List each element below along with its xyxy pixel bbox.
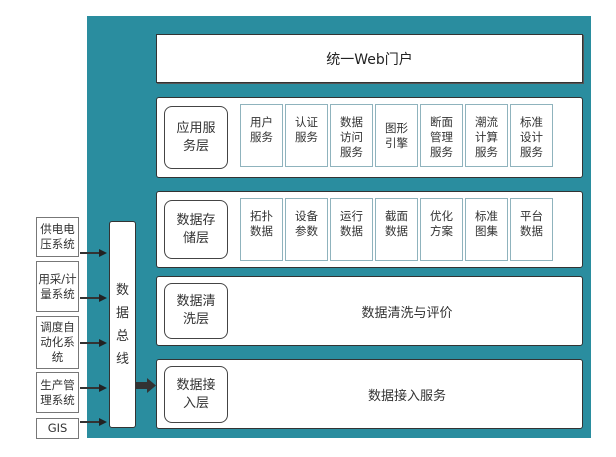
- service-cell: 用户服务: [240, 104, 283, 167]
- access-layer-content: 数据接入服务: [367, 388, 446, 404]
- arrow-head: [99, 384, 107, 392]
- data-cell: 运行数据: [330, 198, 373, 261]
- storage-layer-label: 数据存储层: [164, 200, 228, 259]
- storage-data-cells: 拓扑数据 设备参数 运行数据 截面数据 优化方案 标准图集 平台数据: [240, 198, 553, 261]
- data-bus-label: 数据总线: [115, 282, 129, 367]
- data-cleaning-layer: 数据清洗层 数据清洗与评价: [156, 276, 583, 346]
- arrow-head: [99, 249, 107, 257]
- source-production-management: 生产管理系统: [36, 372, 79, 413]
- cleaning-layer-content: 数据清洗与评价: [361, 305, 453, 321]
- source-gis: GIS: [36, 418, 79, 439]
- service-cell: 认证服务: [285, 104, 328, 167]
- access-layer-label: 数据接入层: [164, 366, 228, 423]
- data-cell: 平台数据: [510, 198, 553, 261]
- cleaning-layer-label: 数据清洗层: [164, 283, 228, 339]
- service-cell: 标准设计服务: [510, 104, 553, 167]
- data-cell: 拓扑数据: [240, 198, 283, 261]
- data-storage-layer: 数据存储层 拓扑数据 设备参数 运行数据 截面数据 优化方案 标准图集 平台数据: [156, 191, 583, 268]
- data-bus: 数据总线: [109, 221, 136, 428]
- data-cell: 标准图集: [465, 198, 508, 261]
- service-cell: 数据访问服务: [330, 104, 373, 167]
- data-access-layer: 数据接入层 数据接入服务: [156, 359, 583, 429]
- source-dispatch-automation: 调度自动化系统: [36, 316, 79, 369]
- web-portal-label: 统一Web门户: [326, 51, 413, 68]
- source-metering-system: 用采/计量系统: [36, 261, 79, 312]
- source-power-supply-voltage: 供电电压系统: [36, 217, 79, 257]
- application-service-layer: 应用服务层 用户服务 认证服务 数据访问服务 图形引擎 断面管理服务 潮流计算服…: [156, 97, 583, 178]
- web-portal-layer: 统一Web门户: [156, 34, 583, 83]
- service-cell: 图形引擎: [375, 104, 418, 167]
- arrow-head: [99, 294, 107, 302]
- data-cell: 优化方案: [420, 198, 463, 261]
- bus-to-access-arrow: [136, 378, 156, 393]
- arrow-head: [99, 418, 107, 426]
- application-layer-label: 应用服务层: [164, 106, 228, 169]
- arrow-head: [99, 339, 107, 347]
- service-cell: 潮流计算服务: [465, 104, 508, 167]
- service-cell: 断面管理服务: [420, 104, 463, 167]
- data-cell: 设备参数: [285, 198, 328, 261]
- data-cell: 截面数据: [375, 198, 418, 261]
- application-service-cells: 用户服务 认证服务 数据访问服务 图形引擎 断面管理服务 潮流计算服务 标准设计…: [240, 104, 553, 167]
